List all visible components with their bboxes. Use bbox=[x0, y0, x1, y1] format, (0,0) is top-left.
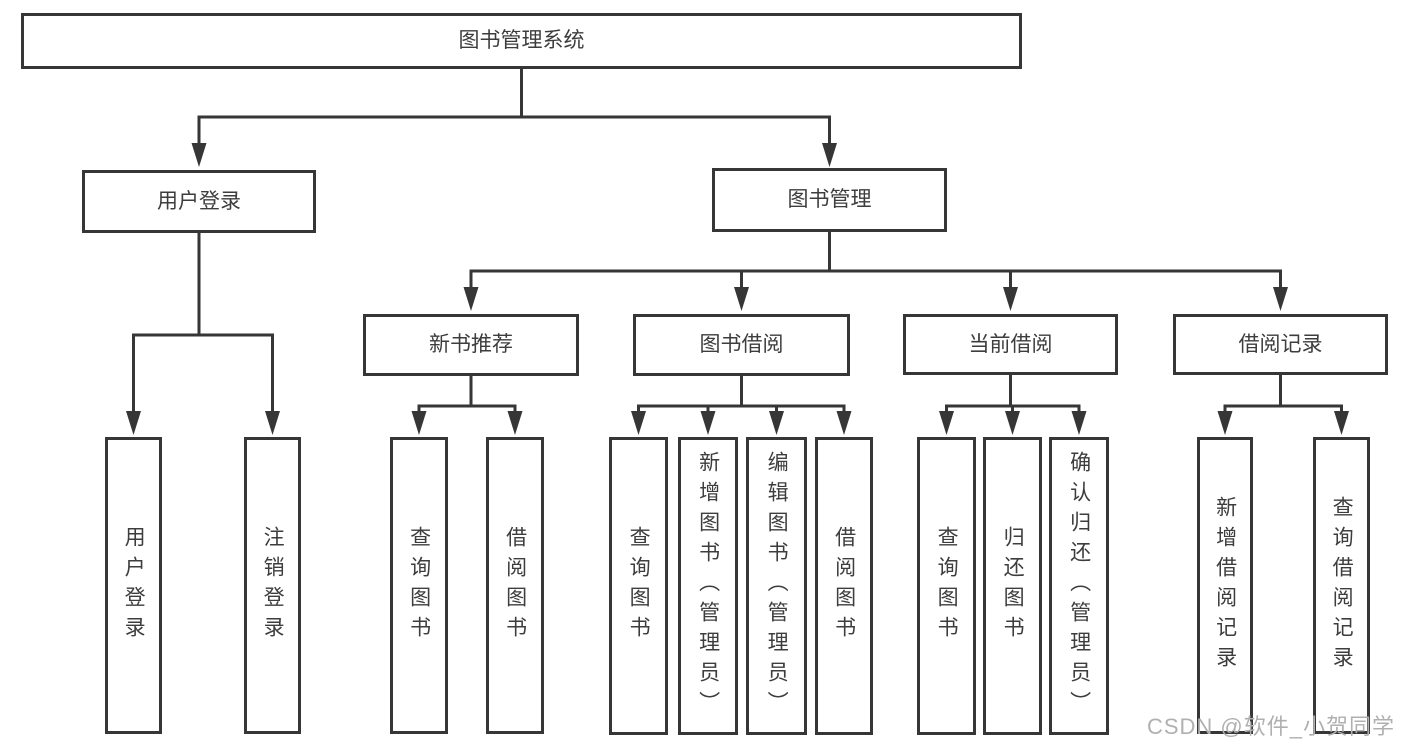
leaf-edit-books-admin-label: 编辑图书（管理员） bbox=[765, 451, 789, 721]
arrowhead bbox=[265, 411, 280, 435]
node-book-management: 图书管理 bbox=[712, 168, 947, 232]
leaf-logout-label: 注销登录 bbox=[261, 525, 285, 646]
leaf-borrow-books-recommend-label: 借阅图书 bbox=[503, 525, 527, 646]
arrowhead bbox=[1273, 287, 1288, 311]
arrowhead bbox=[822, 143, 837, 167]
leaf-query-books-recommend: 查询图书 bbox=[390, 437, 448, 734]
node-borrow-record: 借阅记录 bbox=[1173, 314, 1388, 375]
node-book-borrow: 图书借阅 bbox=[633, 314, 850, 376]
arrowhead bbox=[1217, 411, 1233, 435]
node-current-borrow-label: 当前借阅 bbox=[968, 332, 1053, 356]
node-new-book-recommend: 新书推荐 bbox=[363, 314, 579, 376]
leaf-query-books-borrow-label: 查询图书 bbox=[627, 526, 651, 646]
watermark: CSDN @软件_小贺同学 bbox=[1146, 714, 1395, 739]
arrowhead bbox=[507, 411, 523, 435]
arrowhead bbox=[1005, 411, 1020, 435]
leaf-query-books-current: 查询图书 bbox=[917, 437, 976, 735]
leaf-user-login-label: 用户登录 bbox=[122, 525, 146, 646]
leaf-logout: 注销登录 bbox=[244, 437, 301, 734]
leaf-borrow-books-recommend: 借阅图书 bbox=[486, 437, 544, 734]
leaf-confirm-return-admin: 确认归还（管理员） bbox=[1049, 437, 1109, 735]
leaf-return-books: 归还图书 bbox=[983, 437, 1042, 735]
arrowhead bbox=[734, 287, 749, 311]
arrowhead bbox=[769, 411, 784, 435]
leaf-borrow-books-label: 借阅图书 bbox=[832, 526, 856, 646]
arrowhead bbox=[1334, 411, 1349, 435]
leaf-add-books-admin: 新增图书（管理员） bbox=[678, 437, 738, 735]
arrowhead bbox=[191, 143, 207, 167]
leaf-edit-books-admin: 编辑图书（管理员） bbox=[746, 437, 807, 735]
leaf-add-books-admin-label: 新增图书（管理员） bbox=[696, 451, 720, 721]
leaf-borrow-books: 借阅图书 bbox=[815, 437, 873, 735]
arrowhead bbox=[939, 411, 954, 435]
arrowhead bbox=[411, 411, 427, 435]
node-current-borrow: 当前借阅 bbox=[903, 314, 1118, 375]
node-borrow-record-label: 借阅记录 bbox=[1238, 332, 1323, 356]
node-book-borrow-label: 图书借阅 bbox=[699, 333, 784, 357]
arrowhead bbox=[700, 411, 716, 435]
leaf-return-books-label: 归还图书 bbox=[1001, 526, 1025, 646]
leaf-query-books-recommend-label: 查询图书 bbox=[407, 525, 431, 646]
leaf-confirm-return-admin-label: 确认归还（管理员） bbox=[1067, 451, 1091, 721]
arrowhead bbox=[631, 411, 646, 435]
node-user-login-label: 用户登录 bbox=[157, 189, 241, 213]
leaf-query-books-current-label: 查询图书 bbox=[935, 526, 959, 646]
node-library-system-label: 图书管理系统 bbox=[458, 29, 585, 53]
leaf-query-books-borrow: 查询图书 bbox=[609, 437, 668, 735]
node-book-management-label: 图书管理 bbox=[787, 188, 872, 212]
node-library-system: 图书管理系统 bbox=[21, 13, 1022, 69]
node-new-book-recommend-label: 新书推荐 bbox=[429, 333, 513, 357]
leaf-query-borrow-record: 查询借阅记录 bbox=[1313, 437, 1370, 734]
leaf-query-borrow-record-label: 查询借阅记录 bbox=[1330, 495, 1354, 676]
arrowhead bbox=[836, 411, 852, 435]
leaf-add-borrow-record: 新增借阅记录 bbox=[1197, 437, 1253, 734]
arrowhead bbox=[463, 287, 479, 311]
leaf-user-login: 用户登录 bbox=[105, 437, 162, 734]
arrowhead bbox=[1071, 411, 1087, 435]
arrowhead bbox=[1003, 287, 1018, 311]
arrowhead bbox=[126, 411, 141, 435]
node-user-login: 用户登录 bbox=[82, 170, 316, 233]
leaf-add-borrow-record-label: 新增借阅记录 bbox=[1213, 495, 1237, 676]
